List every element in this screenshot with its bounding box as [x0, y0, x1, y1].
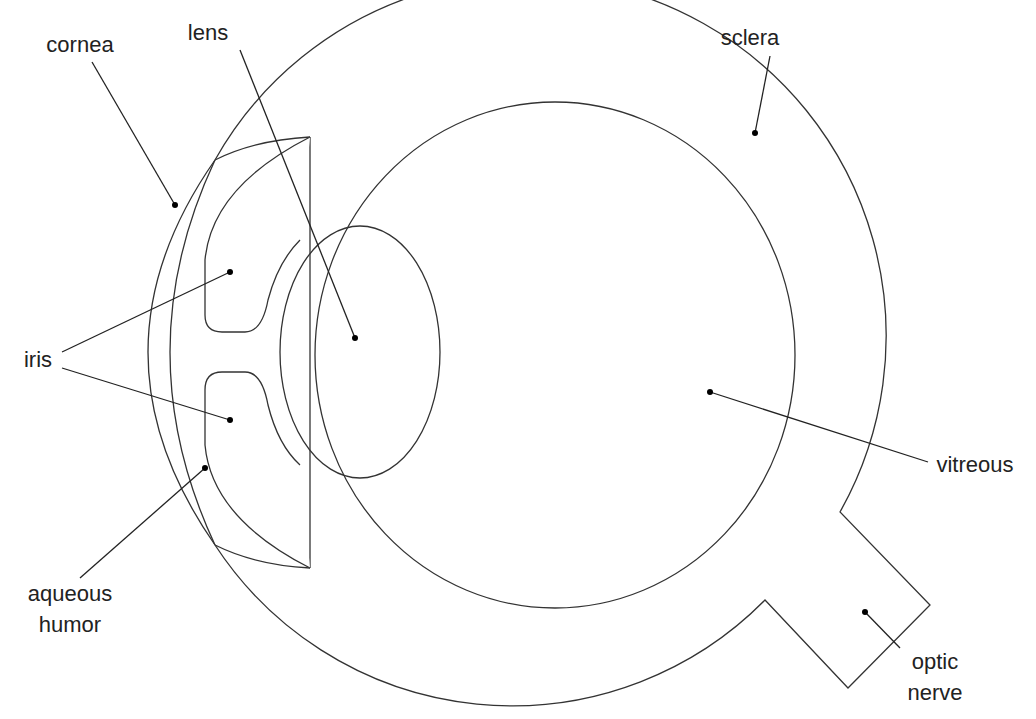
- cornea-outline: [148, 160, 215, 545]
- leader-dot: [227, 269, 233, 275]
- leader-line: [240, 50, 355, 338]
- lens-outline: [280, 226, 440, 478]
- leader-line: [80, 468, 205, 578]
- sclera-outline: [215, 0, 930, 706]
- leader-dot: [227, 417, 233, 423]
- leader-dot: [352, 335, 358, 341]
- leader-dot: [752, 130, 758, 136]
- part-label: aqueous humor: [15, 579, 125, 641]
- chamber-outline: [309, 137, 310, 568]
- part-label: cornea: [46, 30, 113, 61]
- part-label: vitreous: [936, 450, 1013, 481]
- leader-line: [865, 612, 900, 648]
- leader-dot: [707, 389, 713, 395]
- leader-line: [710, 392, 928, 462]
- leader-line: [62, 272, 230, 352]
- part-label: sclera: [721, 23, 780, 54]
- vitreous-outline: [315, 102, 795, 608]
- leader-line: [62, 368, 230, 420]
- leader-line: [92, 62, 175, 205]
- leader-dot: [202, 465, 208, 471]
- leader-dot: [172, 202, 178, 208]
- part-label: iris: [24, 345, 52, 376]
- leader-dot: [862, 609, 868, 615]
- leader-line: [755, 56, 770, 133]
- cornea-inner-outline: [170, 160, 215, 545]
- iris-outline: [205, 137, 310, 332]
- iris-outline: [205, 372, 310, 568]
- part-label: lens: [188, 18, 228, 49]
- part-label: optic nerve: [890, 647, 980, 709]
